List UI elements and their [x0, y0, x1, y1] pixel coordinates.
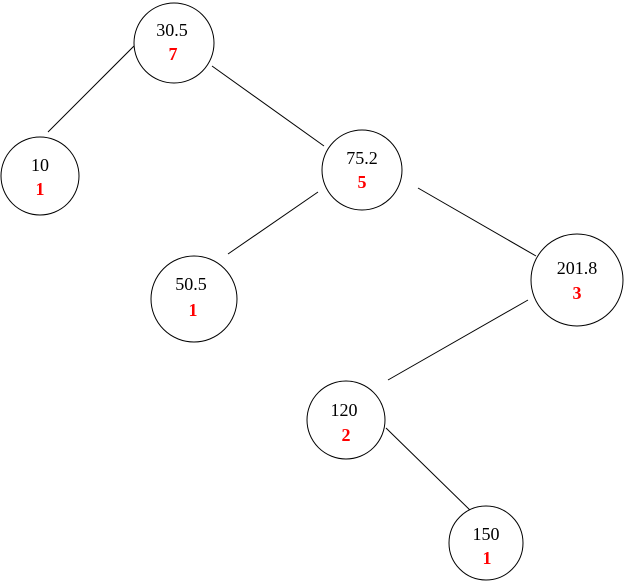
edge-30-10: [47, 45, 135, 133]
node-circle: [448, 505, 524, 581]
node-50-5: 50.5 1: [150, 255, 238, 343]
node-circle: [530, 233, 624, 327]
edge-30-75: [211, 65, 325, 147]
edge-75-201: [417, 187, 537, 257]
node-201-8: 201.8 3: [530, 233, 624, 327]
node-circle: [321, 129, 403, 211]
node-10: 10 1: [0, 136, 80, 216]
node-circle: [150, 255, 238, 343]
edge-201-120: [387, 299, 529, 381]
node-circle: [306, 380, 386, 460]
edge-120-150: [385, 427, 475, 515]
node-value: 75.2: [346, 148, 378, 168]
node-30-5: 30.5 7: [133, 2, 215, 84]
node-circle: [133, 2, 215, 84]
node-value: 120: [331, 400, 358, 420]
node-value: 30.5: [156, 20, 188, 40]
edges-layer: [47, 45, 537, 515]
edge-75-50: [227, 191, 319, 255]
node-size: 1: [36, 179, 45, 199]
node-size: 3: [573, 283, 582, 303]
node-size: 1: [189, 300, 198, 320]
node-size: 5: [358, 172, 367, 192]
node-120: 120 2: [306, 380, 386, 460]
node-value: 10: [31, 155, 49, 175]
node-75-2: 75.2 5: [321, 129, 403, 211]
node-value: 201.8: [557, 258, 598, 278]
node-value: 50.5: [175, 274, 207, 294]
node-size: 7: [169, 44, 178, 64]
node-circle: [0, 136, 80, 216]
node-150: 150 1: [448, 505, 524, 581]
node-size: 1: [483, 548, 492, 568]
node-size: 2: [342, 425, 351, 445]
node-value: 150: [473, 524, 500, 544]
